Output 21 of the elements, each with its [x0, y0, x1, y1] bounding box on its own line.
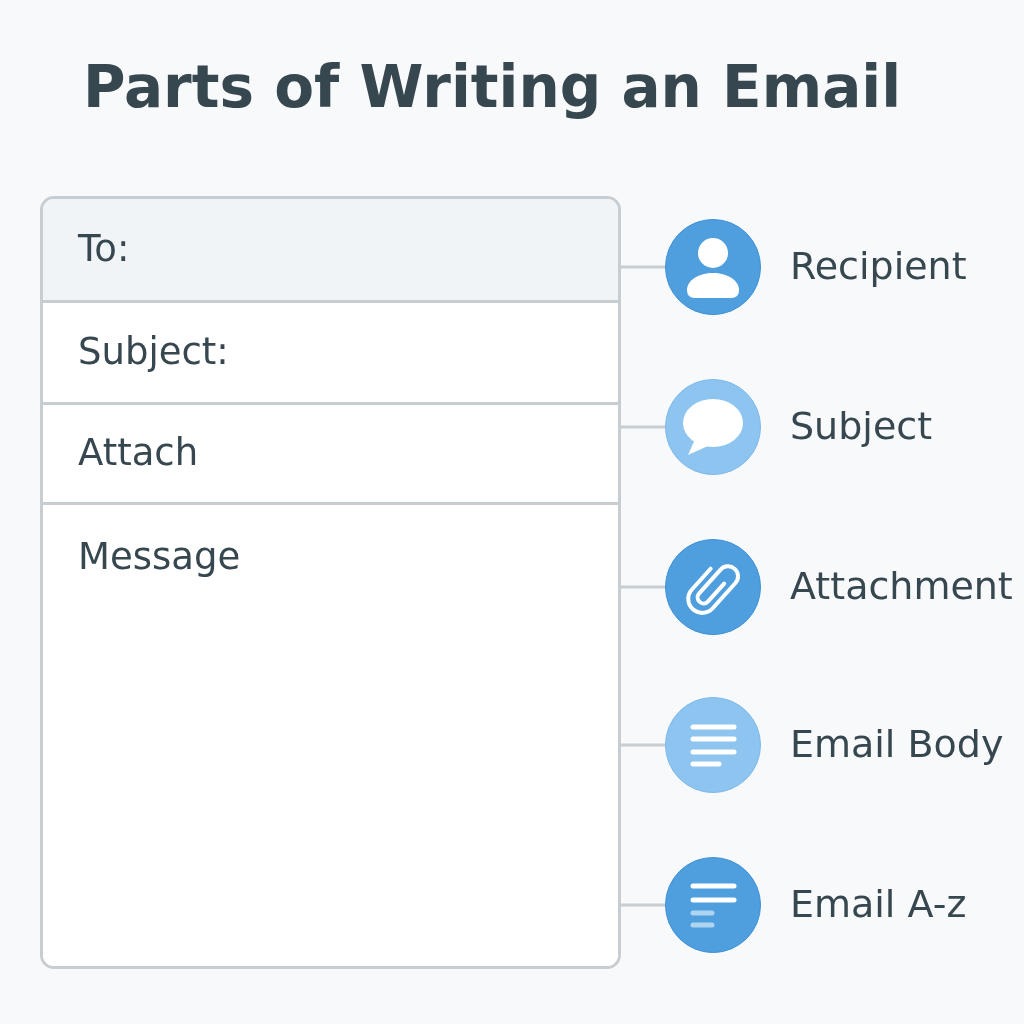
- email-form-panel: [40, 196, 621, 969]
- part-label: Subject: [790, 404, 933, 450]
- connector-line: [621, 585, 665, 589]
- part-label: Email A-z: [790, 882, 967, 928]
- connector-line: [621, 743, 665, 747]
- paperclip-icon: [665, 539, 761, 635]
- part-label: Recipient: [790, 244, 967, 290]
- field-label: Subject:: [78, 330, 229, 375]
- field-label: To:: [78, 227, 130, 272]
- part-label: Email Body: [790, 722, 1004, 768]
- connector-line: [621, 265, 665, 269]
- person-icon: [665, 219, 761, 315]
- connector-line: [621, 425, 665, 429]
- part-label: Attachment: [790, 564, 1013, 610]
- connector-line: [621, 903, 665, 907]
- field-label: Attach: [78, 431, 199, 476]
- field-label: Message: [78, 535, 241, 580]
- text-lines-icon: [665, 697, 761, 793]
- form-field: [43, 199, 618, 303]
- text-lines-icon: [665, 857, 761, 953]
- speech-bubble-icon: [665, 379, 761, 475]
